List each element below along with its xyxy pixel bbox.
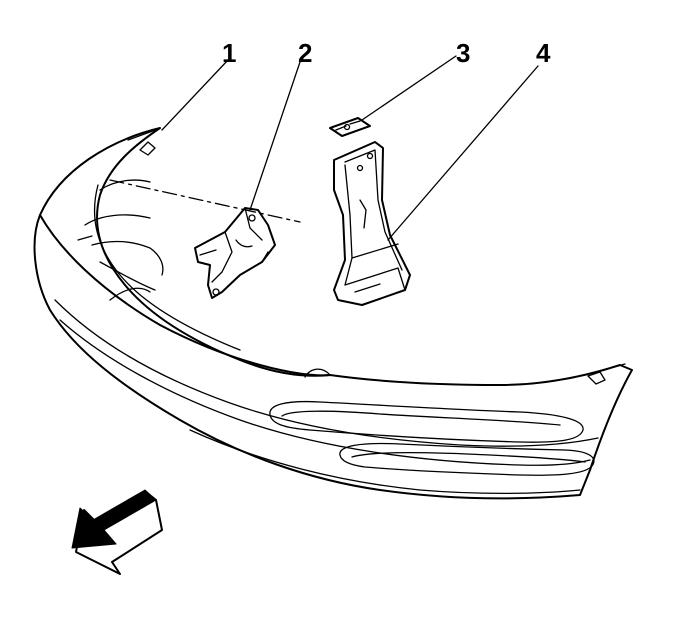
leader-line-3 <box>361 55 457 121</box>
alignment-dashed-line <box>109 179 301 223</box>
front-bumper-fascia <box>33 127 633 500</box>
part-2-bracket <box>194 207 276 299</box>
leader-line-4 <box>387 65 539 241</box>
part-3-clip <box>329 117 371 137</box>
callout-2: 2 <box>298 38 312 68</box>
front-direction-arrow-icon <box>71 489 163 575</box>
callout-1: 1 <box>222 38 236 68</box>
callout-3: 3 <box>456 38 470 68</box>
leader-line-2 <box>249 61 301 211</box>
leader-line-1 <box>161 59 229 131</box>
callout-4: 4 <box>536 38 551 68</box>
part-4-support <box>333 141 411 306</box>
